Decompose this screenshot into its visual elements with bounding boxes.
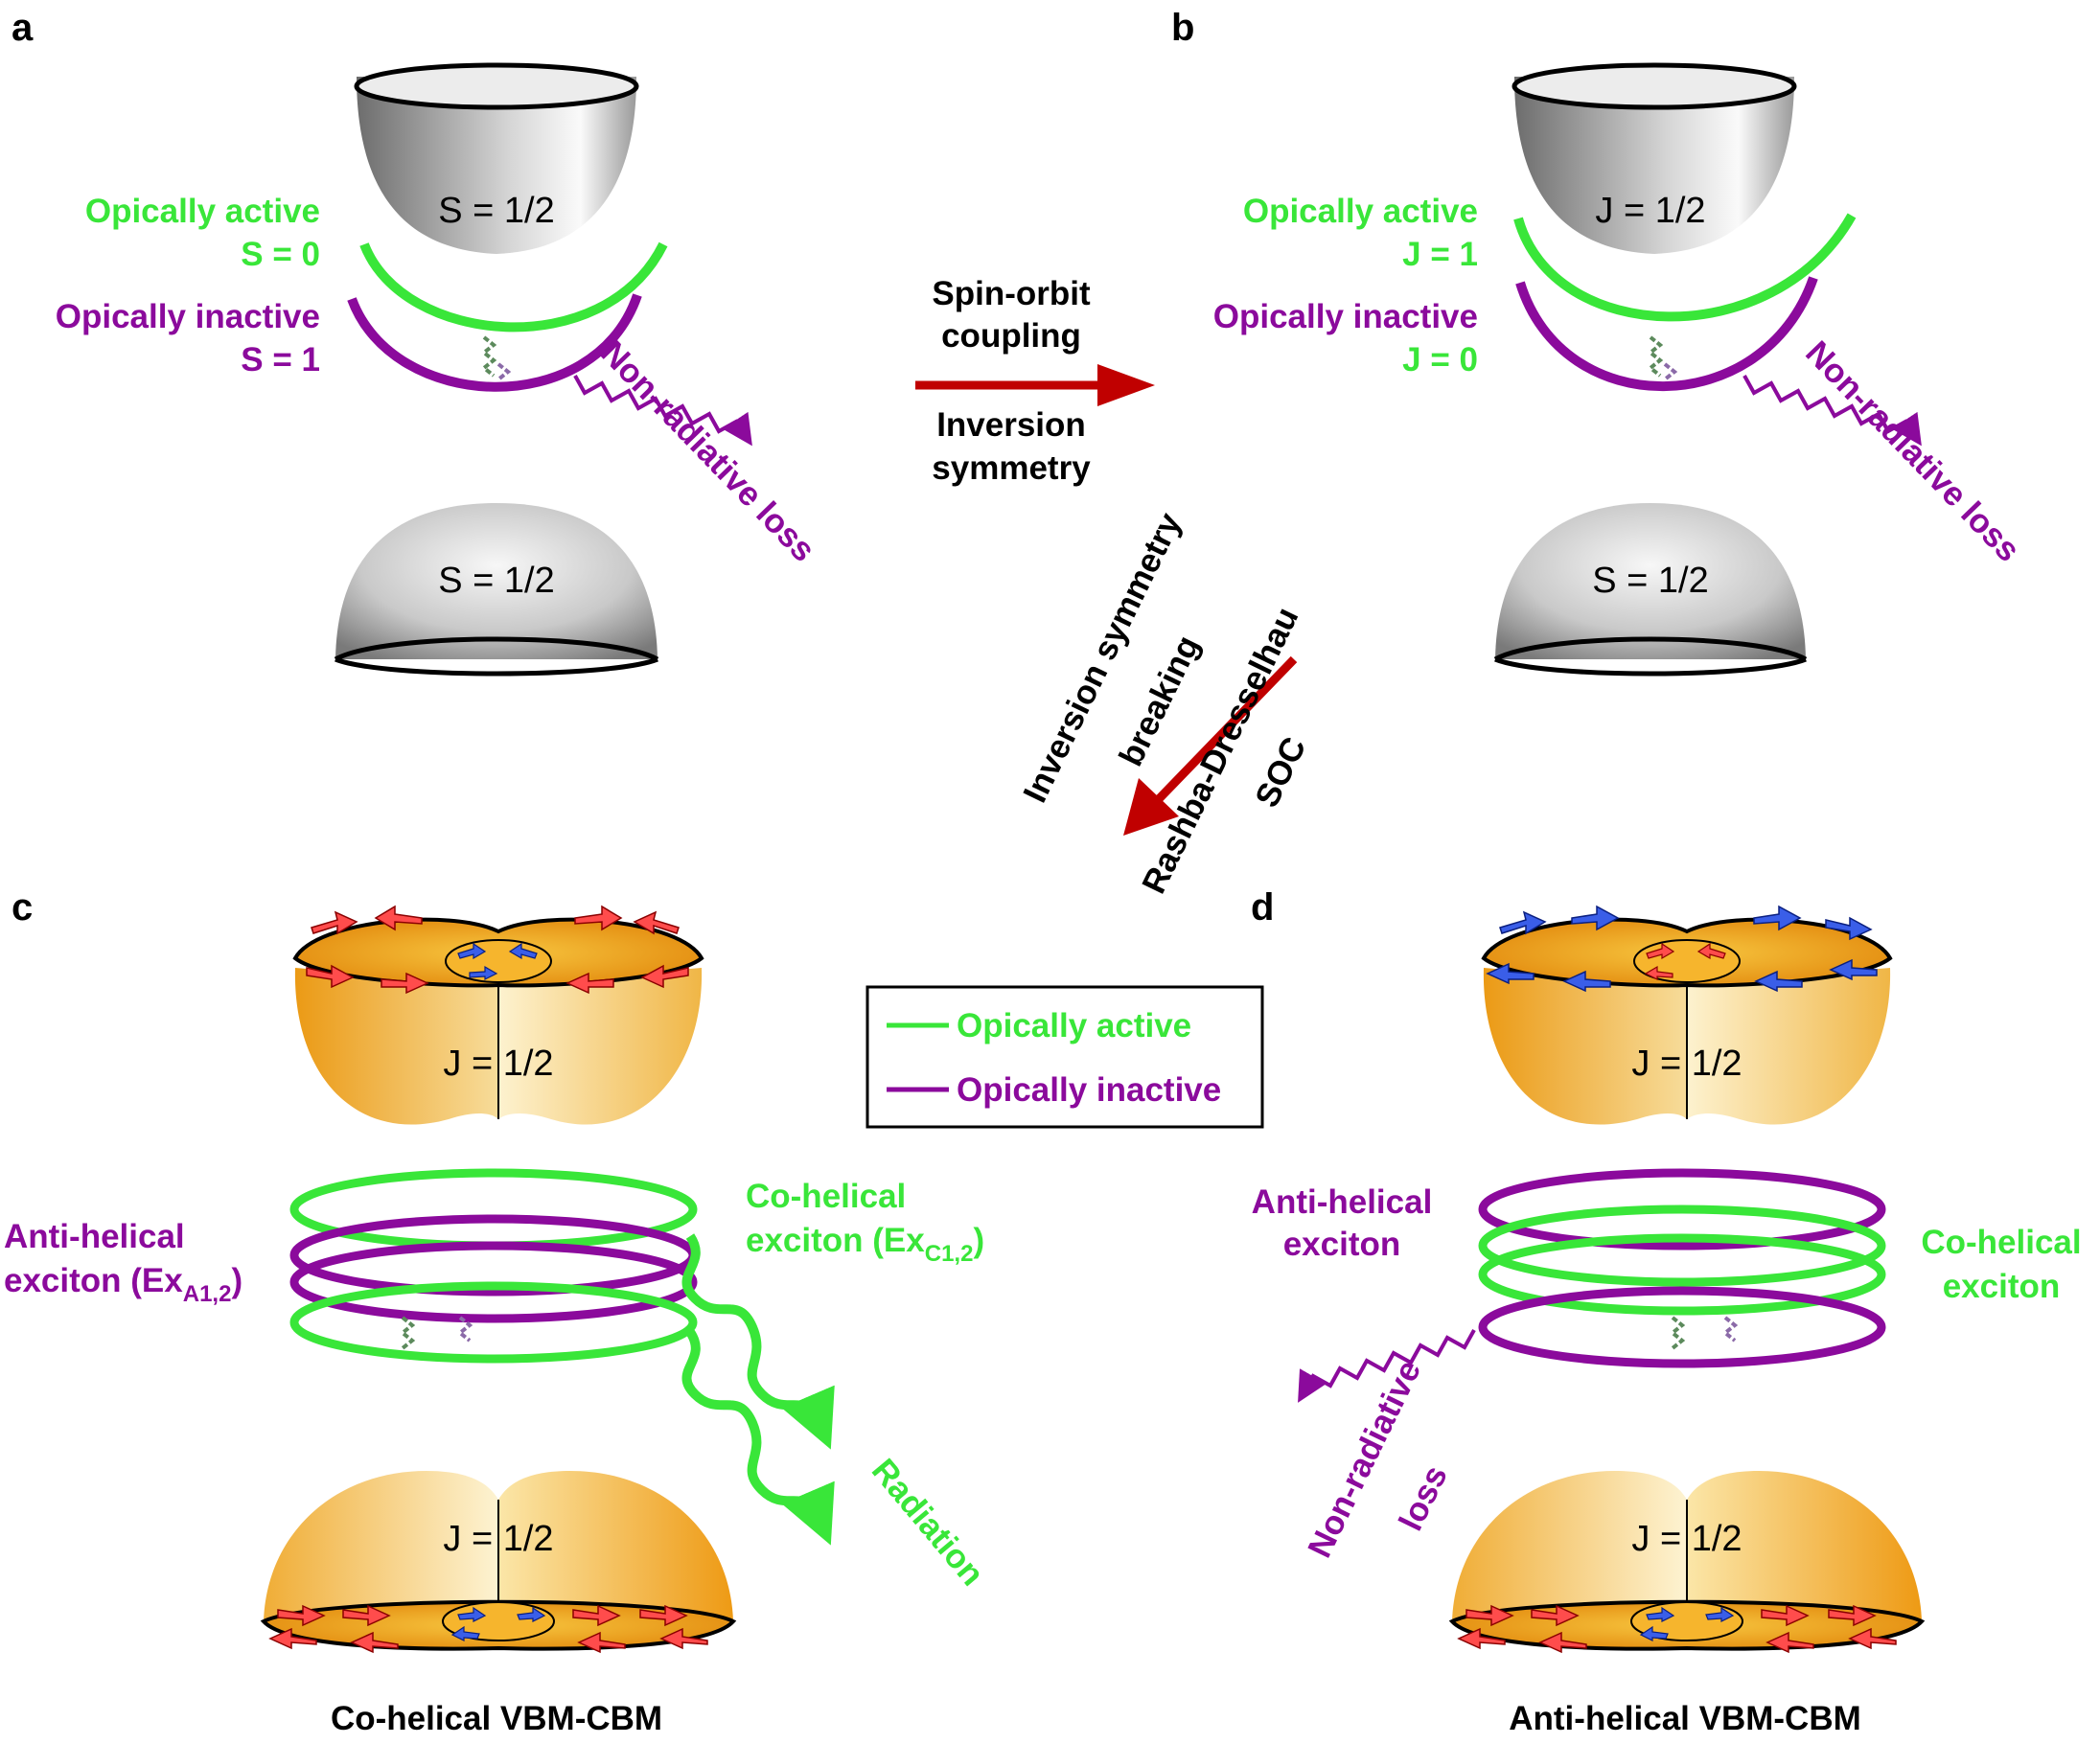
loss-line2: loss (1392, 1459, 1455, 1536)
nonradiative-wave (573, 375, 752, 447)
valence-band-orange (1448, 1471, 1926, 1651)
co-helical-ring-1 (1478, 1205, 1886, 1287)
coupling-squiggle-purple (456, 1316, 473, 1342)
spin-arrows-red (1644, 942, 1726, 980)
radiation-label: Radiation (865, 1452, 991, 1593)
coupling-squiggle-purple (496, 362, 512, 381)
legend: Opically active Opically inactive (865, 985, 1264, 1129)
red-arrowhead (1097, 364, 1155, 406)
anti-helical-subscript: A1,2 (183, 1281, 232, 1307)
active-line1: Opically active (1243, 193, 1478, 230)
co-helical-line1: Co-helical (1921, 1224, 2081, 1261)
diag-lower-line2: SOC (1248, 731, 1313, 813)
anti-helical-close: ) (231, 1262, 242, 1299)
inactive-exciton-curve (1515, 276, 1818, 391)
arrow-ab-bottom-line1: Inversion (936, 406, 1086, 444)
nonradiative-wave (1742, 375, 1922, 447)
coupling-squiggle-purple (1721, 1316, 1739, 1342)
co-helical-line1: Co-helical (746, 1178, 906, 1215)
conduction-band-orange (292, 917, 704, 1125)
coupling-squiggle (1647, 335, 1664, 378)
anti-helical-text: exciton (Ex (4, 1262, 183, 1299)
radiation-wave-2 (681, 1329, 835, 1546)
inactive-line2: S = 1 (241, 341, 320, 379)
arrow-a-to-b: Spin-orbit coupling Inversion symmetry (915, 275, 1155, 487)
vb-label: S = 1/2 (1592, 561, 1708, 601)
panel-label-d: d (1251, 886, 1274, 929)
active-line2: J = 1 (1402, 236, 1478, 273)
arrow-ab-top-line2: coupling (941, 317, 1081, 355)
anti-helical-ring-top (1478, 1168, 1886, 1251)
panel-c: J = 1/2 (4, 905, 991, 1737)
inactive-line1: Opically inactive (1213, 298, 1478, 335)
panel-label-a: a (12, 7, 34, 49)
spin-arrows-red (306, 905, 689, 995)
loss-line1: Non-radiative (1301, 1354, 1428, 1563)
cb-label: J = 1/2 (1595, 191, 1705, 231)
valence-band-orange (260, 1471, 737, 1651)
co-helical-line2: exciton (ExC1,2) (746, 1222, 984, 1267)
radiation-wave-1 (681, 1233, 835, 1450)
active-line2: S = 0 (241, 236, 320, 273)
vb-label: S = 1/2 (438, 561, 554, 601)
inactive-line1: Opically inactive (56, 298, 320, 335)
valence-band-grey (1493, 503, 1808, 677)
co-helical-subscript: C1,2 (925, 1241, 974, 1267)
conduction-band-grey (354, 62, 639, 254)
cb-label: S = 1/2 (438, 191, 554, 231)
vb-label: J = 1/2 (1631, 1519, 1742, 1559)
active-line1: Opically active (85, 193, 320, 230)
co-helical-line2: exciton (1943, 1268, 2061, 1305)
anti-helical-ring-bottom (1478, 1286, 1886, 1368)
active-exciton-curve (359, 241, 668, 333)
nonradiative-wave (1298, 1329, 1476, 1403)
arrow-ab-top-line1: Spin-orbit (932, 275, 1091, 312)
anti-helical-line2: exciton (ExA1,2) (4, 1262, 242, 1307)
spin-arrows-blue (1639, 1606, 1735, 1641)
anti-helical-line2: exciton (1283, 1226, 1401, 1263)
co-helical-close: ) (973, 1222, 984, 1259)
loss-label: Non-radiative loss (1798, 333, 2027, 568)
anti-helical-line1: Anti-helical (1252, 1183, 1433, 1221)
spin-arrows-blue (1486, 905, 1878, 993)
vb-label: J = 1/2 (443, 1519, 553, 1559)
panel-d: J = 1/2 Anti-helical exciton Co-helical … (1252, 905, 2082, 1737)
cb-label: J = 1/2 (443, 1044, 553, 1084)
anti-helical-ring-2 (289, 1241, 698, 1323)
conduction-band-orange (1481, 917, 1893, 1125)
caption: Anti-helical VBM-CBM (1509, 1700, 1861, 1737)
caption: Co-helical VBM-CBM (331, 1700, 662, 1737)
panel-b: J = 1/2 S = 1/2 Opically active J = 1 Op… (1213, 62, 2027, 677)
spin-arrows-red (1457, 1604, 1897, 1654)
anti-helical-line1: Anti-helical (4, 1218, 185, 1255)
valence-band-grey (334, 503, 659, 677)
coupling-squiggle-purple (1663, 362, 1678, 381)
coupling-squiggle (480, 335, 497, 378)
cb-label: J = 1/2 (1631, 1044, 1742, 1084)
conduction-band-grey (1512, 62, 1797, 254)
panel-a: S = 1/2 S = 1/2 Opically active S = 0 Op… (56, 62, 822, 677)
spin-arrows-blue (450, 1606, 546, 1641)
red-arrowhead (1123, 778, 1179, 836)
co-helical-ring-bottom (289, 1281, 698, 1364)
co-helical-ring-top (289, 1168, 698, 1251)
loss-label: Non-radiative loss (593, 333, 822, 568)
spin-arrows-red (268, 1604, 708, 1654)
active-exciton-curve (1513, 213, 1857, 322)
arrow-ab-bottom-line2: symmetry (932, 449, 1091, 487)
inactive-line2: J = 0 (1402, 341, 1478, 379)
coupling-squiggle (1669, 1316, 1686, 1350)
arrow-b-to-c: Inversion symmetry breaking Rashba-Dress… (1016, 507, 1313, 900)
co-helical-text: exciton (Ex (746, 1222, 925, 1259)
coupling-squiggle (399, 1316, 416, 1350)
legend-active: Opically active (957, 1007, 1191, 1044)
panel-label-b: b (1171, 7, 1194, 49)
legend-inactive: Opically inactive (957, 1071, 1221, 1109)
panel-label-c: c (12, 886, 33, 929)
co-helical-ring-2 (1478, 1233, 1886, 1316)
inactive-exciton-curve (347, 293, 642, 392)
spin-arrows-blue (457, 942, 538, 980)
